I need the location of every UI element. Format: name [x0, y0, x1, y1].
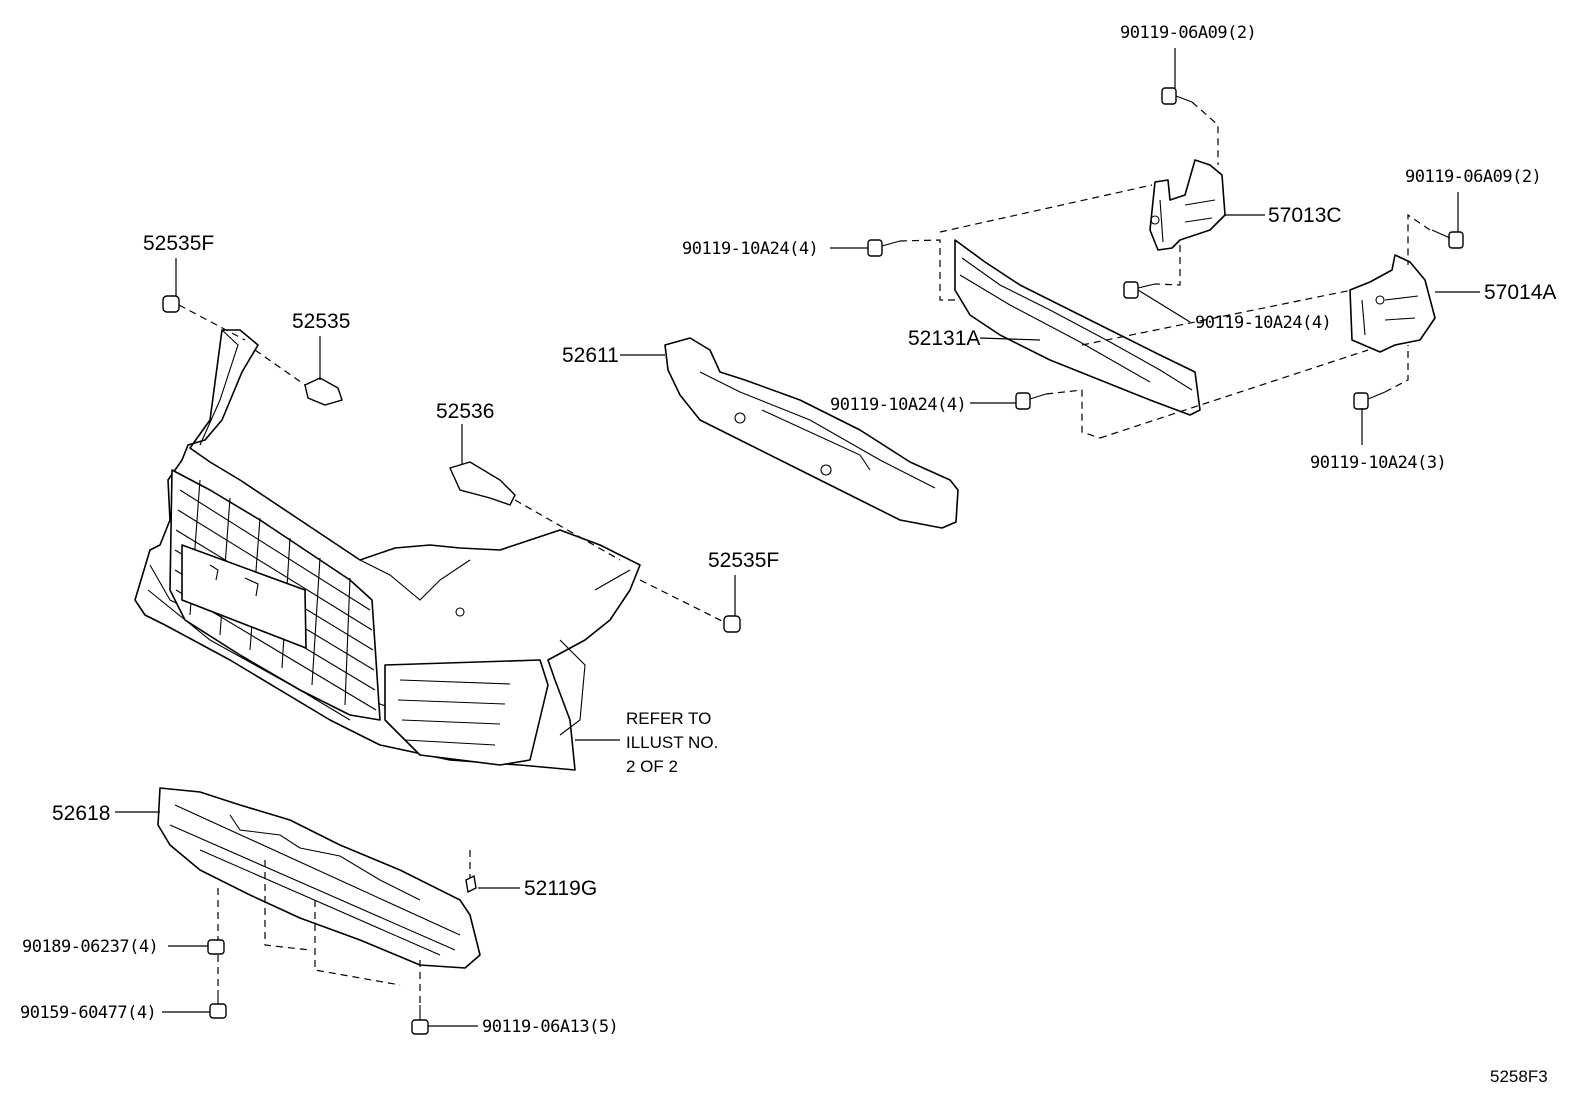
label-nut-90189: 90189-06237(4) — [22, 937, 158, 957]
energy-absorber — [664, 337, 959, 529]
fasteners — [162, 87, 1464, 1035]
label-bolt-06a09-right: 90119-06A09(2) — [1405, 167, 1541, 187]
bracket-57013c — [1149, 159, 1226, 251]
bolt-icon — [1353, 391, 1386, 410]
assembly-lines — [178, 101, 1431, 1005]
label-52535f-top: 52535F — [143, 232, 214, 255]
label-52119g: 52119G — [524, 877, 597, 900]
bolt-icon — [1015, 392, 1047, 410]
label-52536: 52536 — [436, 400, 494, 423]
label-52535: 52535 — [292, 310, 350, 333]
clip-icon — [162, 295, 180, 313]
bolt-icon — [1431, 229, 1464, 249]
clip-icon — [723, 615, 741, 633]
note-line-1: REFER TO — [626, 709, 711, 728]
label-screw-90159: 90159-60477(4) — [20, 1003, 156, 1023]
label-57014a: 57014A — [1484, 281, 1556, 304]
leader-lines — [115, 48, 1480, 1027]
note-line-3: 2 OF 2 — [626, 757, 678, 776]
bolt-icon — [411, 1005, 429, 1035]
label-bolt-10a24-low: 90119-10A24(4) — [830, 395, 966, 415]
label-bolt-10a24-right: 90119-10A24(3) — [1310, 453, 1446, 473]
bracket-57014a — [1349, 254, 1436, 353]
label-52535f-mid: 52535F — [708, 549, 779, 572]
diagram-code: 5258F3 — [1490, 1067, 1548, 1086]
front-bumper-cover — [134, 329, 641, 771]
bumper-reinforcement — [954, 239, 1201, 416]
screw-icon — [209, 990, 227, 1019]
bolt-icon — [867, 239, 901, 257]
retainer-icon — [304, 377, 343, 406]
label-57013c: 57013C — [1268, 204, 1342, 227]
retainer-icon — [449, 461, 516, 506]
label-52131a: 52131A — [908, 327, 980, 350]
note-line-2: ILLUST NO. — [626, 733, 718, 752]
label-bolt-10a24-left: 90119-10A24(4) — [682, 239, 818, 259]
label-bolt-06a13: 90119-06A13(5) — [482, 1017, 618, 1037]
lower-engine-cover — [157, 787, 481, 969]
bolt-icon — [1123, 281, 1156, 299]
label-52618: 52618 — [52, 802, 110, 825]
label-52611: 52611 — [562, 344, 619, 367]
label-bolt-06a09-top: 90119-06A09(2) — [1120, 23, 1256, 43]
label-bolt-10a24-mid: 90119-10A24(4) — [1195, 313, 1331, 333]
nut-icon — [207, 939, 225, 955]
rivet-icon — [465, 874, 477, 894]
bolt-icon — [1161, 87, 1193, 105]
